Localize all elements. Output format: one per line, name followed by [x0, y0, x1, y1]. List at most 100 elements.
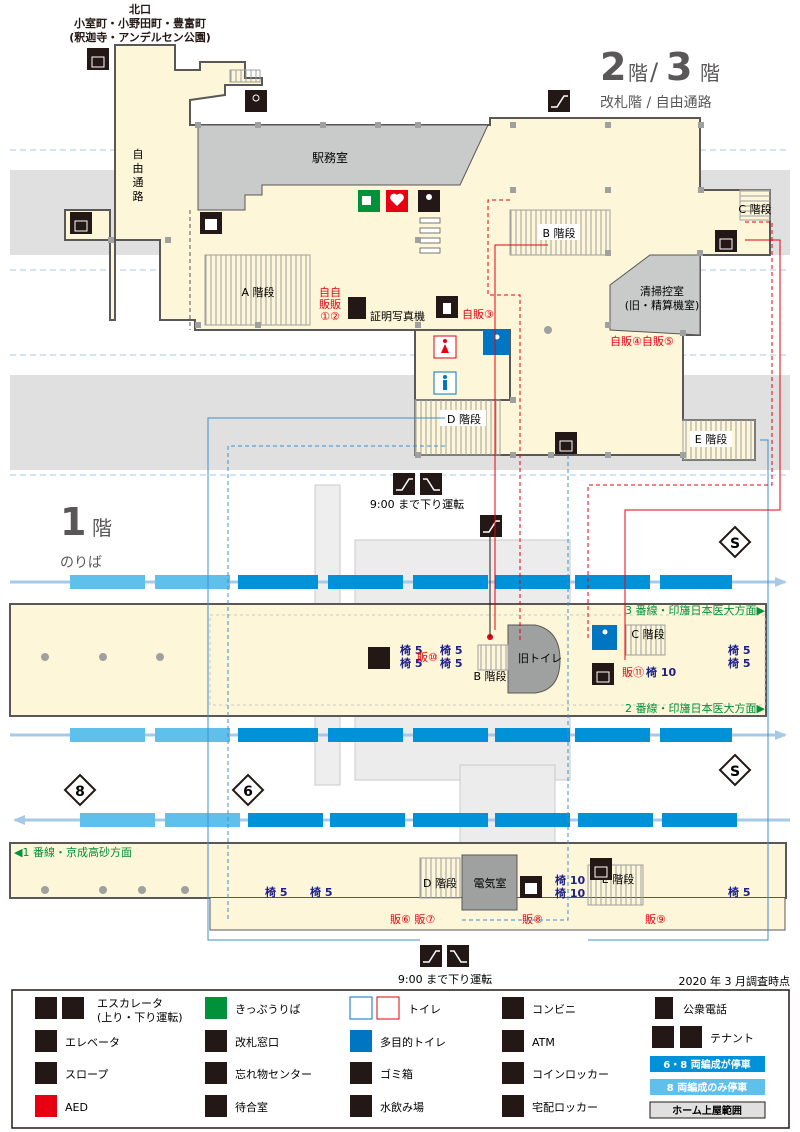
upper-floor-map: 駅務室 清掃控室 (旧・精算機室) — [10, 2, 790, 511]
old-toilet-label: 旧トイレ — [518, 652, 562, 665]
escalator-icon — [480, 515, 502, 537]
station-office-label: 駅務室 — [312, 150, 348, 165]
trash-icon — [436, 296, 458, 318]
escalator-note-lower: 9:00 まで下り運転 — [398, 973, 492, 986]
legend-atm: ATM — [532, 1036, 555, 1049]
legend-trash: ゴミ箱 — [380, 1067, 413, 1081]
north-exit-title: 北口 — [129, 2, 151, 16]
toilet-male-icon — [433, 371, 457, 395]
trash-icon — [350, 1062, 372, 1084]
legend-stop8: 8 両編成のみ停車 — [667, 1081, 747, 1094]
svg-text:S: S — [730, 536, 740, 552]
free-passage-char-4: 路 — [133, 190, 144, 203]
bench-label: 椅 10 — [555, 873, 585, 887]
escalator-icon — [420, 473, 442, 495]
stair-c-lower-label: C 階段 — [631, 627, 664, 641]
legend-waiting: 待合室 — [235, 1100, 268, 1114]
bench-label: 椅 10 — [555, 886, 585, 900]
water-fountain-icon — [350, 1095, 372, 1117]
floor-title-number-2: 2 — [600, 45, 626, 89]
bench-label: 椅 5 — [400, 643, 422, 657]
vending-icon — [652, 1026, 674, 1048]
cafe-icon — [680, 1026, 702, 1048]
legend-ticket: きっぷうりば — [235, 1003, 301, 1016]
floor-subtitle-lower: のりば — [60, 555, 102, 571]
vending-10-label: 販⑩ — [417, 651, 438, 664]
slope-icon — [245, 90, 267, 112]
vending-11-label: 販⑪ — [622, 666, 644, 679]
delivery-locker-icon — [502, 1095, 524, 1117]
toilet-male-icon — [349, 996, 373, 1020]
stair-d-lower-area — [419, 857, 461, 899]
legend-phone: 公衆電話 — [683, 1002, 727, 1016]
ticket-gate-window-icon — [205, 1030, 227, 1052]
toilet-female-icon — [433, 335, 457, 359]
legend-delivery-locker: 宅配ロッカー — [532, 1100, 598, 1114]
legend-stop68-swatch — [650, 1056, 765, 1072]
escalator-icon — [420, 945, 442, 967]
stair-a-label: A 階段 — [241, 285, 274, 299]
stair-d-area — [414, 399, 501, 456]
escalator-down-icon — [62, 997, 84, 1019]
svg-text:8: 8 — [75, 784, 85, 800]
elevator-icon — [87, 48, 109, 70]
track1-label: ◀1 番線・京成高砂方面 — [14, 845, 132, 859]
free-passage-char-2: 由 — [133, 161, 144, 175]
legend-stop8-swatch — [650, 1079, 765, 1095]
floor-title-kai-lower: 階 — [92, 516, 112, 540]
floor-subtitle: 改札階 / 自由通路 — [600, 95, 712, 111]
stair-d-lower-label: D 階段 — [423, 876, 457, 890]
slope-icon — [35, 1062, 57, 1084]
cleaning-room-label: 清掃控室 — [640, 284, 684, 298]
bench-label: 椅 5 — [400, 656, 422, 670]
vending-45-label: 自販④自販⑤ — [610, 335, 674, 348]
stair-b-lower-label: B 階段 — [473, 669, 506, 683]
floor-title-number-3: 3 — [666, 45, 692, 89]
ticket-machine-icon — [205, 997, 227, 1019]
stop-marker-s: S — [718, 753, 752, 787]
stair-north-area — [229, 69, 261, 83]
bench-label: 椅 5 — [728, 656, 750, 670]
legend-roof: ホーム上屋範囲 — [672, 1104, 742, 1117]
station-office — [197, 124, 489, 211]
survey-date: 2020 年 3 月調査時点 — [679, 974, 790, 988]
multipurpose-toilet-icon — [483, 330, 510, 355]
legend-aed: AED — [65, 1101, 88, 1114]
legend: 2020 年 3 月調査時点 エスカレータ (上り・下り運転) エレベータ スロ… — [11, 974, 790, 1129]
escalator-note-upper: 9:00 まで下り運転 — [370, 498, 464, 511]
north-exit-line1: 小室町・小野田町・豊富町 — [73, 16, 206, 30]
car-stop-bar-upper — [10, 575, 787, 589]
multipurpose-toilet-icon — [592, 625, 617, 650]
escalator-icon — [548, 90, 570, 112]
elevator-icon — [592, 663, 614, 685]
roof-area — [459, 764, 556, 846]
public-phone-icon — [348, 297, 366, 319]
escalator-up-icon — [35, 997, 57, 1019]
legend-tenant: テナント — [710, 1032, 754, 1045]
north-exit-line2: (釈迦寺・アンデルセン公園) — [69, 30, 211, 44]
electric-room-label: 電気室 — [474, 876, 507, 890]
vending-3-label: 自販③ — [462, 308, 494, 321]
legend-roof-swatch — [649, 1101, 766, 1119]
columns-upper — [108, 122, 704, 458]
stair-c-label: C 階段 — [738, 202, 771, 216]
legend-escalator-sub: (上り・下り運転) — [97, 1011, 183, 1024]
stair-a-area — [204, 254, 311, 326]
stop-marker-6: 6 — [231, 773, 265, 807]
elevator-icon — [35, 1030, 57, 1052]
ticket-machine-icon — [358, 190, 380, 212]
bench-label: 椅 5 — [728, 643, 750, 657]
delivery-locker-icon — [200, 212, 222, 234]
legend-escalator: エスカレータ — [97, 997, 163, 1010]
ticket-gates — [419, 217, 441, 254]
escalator-icon — [393, 473, 415, 495]
legend-convenience: コンビニ — [532, 1003, 576, 1016]
stair-b-lower-area — [477, 644, 509, 671]
track2-label: 2 番線・印旛日本医大方面▶ — [625, 701, 765, 715]
legend-slope: スロープ — [65, 1068, 108, 1081]
vending-12-mid: 販販 — [319, 298, 341, 311]
atm-icon — [502, 1030, 524, 1052]
floor-title-number-1: 1 — [60, 500, 86, 544]
stair-e-label: E 階段 — [695, 432, 727, 446]
bench-label: 椅 5 — [310, 885, 332, 899]
